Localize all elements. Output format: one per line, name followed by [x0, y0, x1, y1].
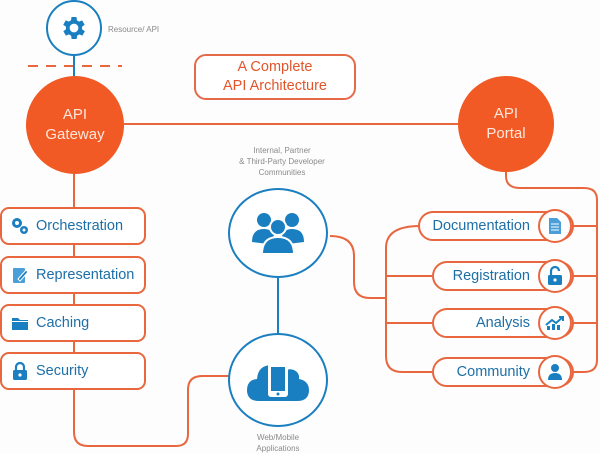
title-line-1: A Complete [237, 59, 313, 75]
document-icon [549, 218, 561, 234]
diagram-title: A Complete API Architecture [194, 54, 356, 100]
gateway-apps-link [73, 375, 232, 447]
communities-portal-link [329, 235, 386, 299]
gateway-line-2: Gateway [45, 126, 105, 143]
apps-line-1: Web/Mobile [256, 433, 300, 442]
gateway-item-caching[interactable]: Caching [0, 304, 146, 342]
resource-api-node [46, 0, 102, 56]
web-mobile-apps-node [228, 333, 328, 427]
analysis-label: Analysis [476, 315, 530, 331]
apps-label: Web/Mobile Applications [238, 432, 318, 454]
document-icon-badge [538, 209, 572, 243]
resource-api-label: Resource/ API [108, 25, 160, 34]
portal-inner-spine [385, 225, 432, 373]
chart-growth-icon-badge [538, 306, 572, 340]
users-icon [252, 213, 304, 255]
documentation-label: Documentation [432, 218, 530, 234]
community-label: Community [456, 364, 530, 380]
registration-label: Registration [452, 268, 530, 284]
user-icon-badge [538, 355, 572, 389]
caching-label: Caching [36, 315, 90, 331]
gateway-line-1: API [62, 106, 88, 123]
communities-line-2: & Third-Party Developer [239, 157, 325, 166]
communities-label: Internal, Partner & Third-Party Develope… [212, 145, 352, 178]
portal-outer-spine [505, 168, 598, 373]
title-line-2: API Architecture [223, 78, 327, 94]
gateway-item-security[interactable]: Security [0, 352, 146, 390]
user-icon [548, 364, 562, 380]
cloud-mobile-icon [247, 363, 309, 401]
unlock-icon-badge [538, 259, 572, 293]
api-portal-node: API Portal [458, 76, 554, 172]
communities-node [228, 188, 328, 278]
communities-line-3: Communities [258, 168, 306, 177]
communities-line-1: Internal, Partner [253, 146, 311, 155]
api-gateway-node: API Gateway [26, 76, 124, 174]
orchestration-label: Orchestration [36, 218, 124, 234]
gears-icon [11, 217, 29, 235]
security-label: Security [36, 363, 89, 379]
portal-line-2: Portal [486, 125, 526, 142]
edit-document-icon [11, 266, 29, 284]
unlock-icon [548, 266, 562, 285]
lock-icon [11, 362, 29, 380]
portal-line-1: API [493, 105, 519, 122]
apps-line-2: Applications [256, 444, 300, 453]
representation-label: Representation [36, 267, 135, 283]
gear-icon [63, 17, 85, 39]
gateway-item-orchestration[interactable]: Orchestration [0, 207, 146, 245]
folder-icon [11, 314, 29, 332]
gateway-item-representation[interactable]: Representation [0, 256, 146, 294]
chart-growth-icon [545, 316, 564, 330]
